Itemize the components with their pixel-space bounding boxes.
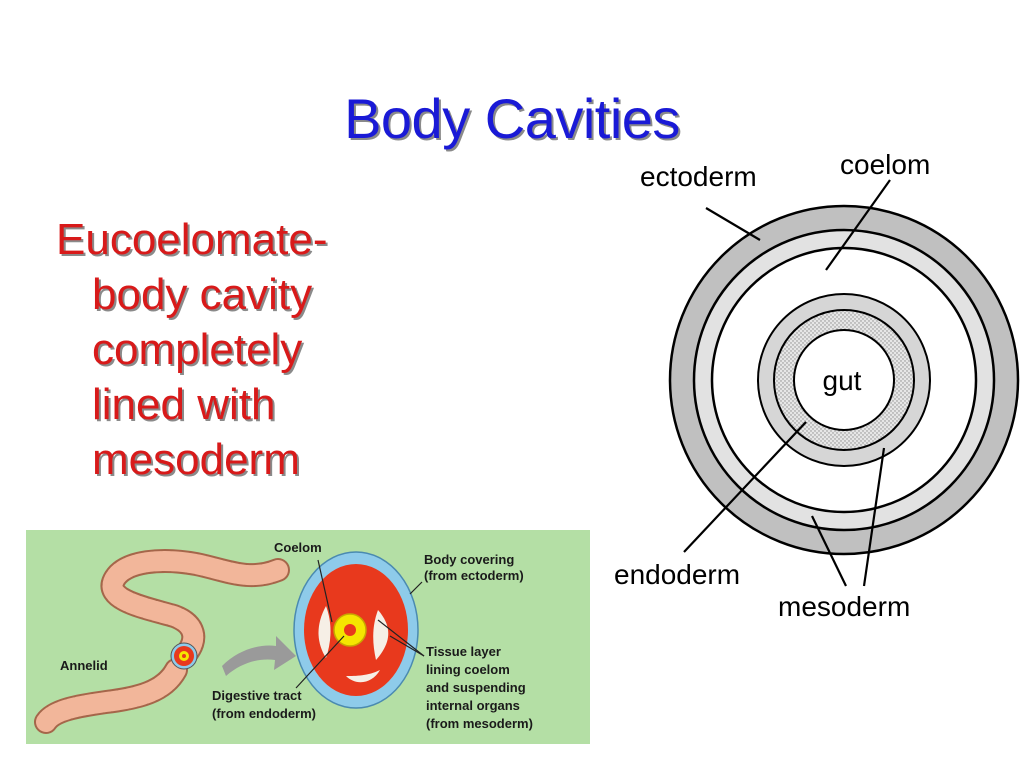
mesoderm-leader-2 — [862, 447, 886, 587]
leader-lines — [683, 179, 891, 587]
cut-gut — [182, 654, 186, 658]
bullet-line-5: mesoderm — [92, 435, 300, 484]
enlarged-cross-section — [293, 551, 419, 709]
concentric-layers — [668, 204, 1020, 556]
coelom-label: coelom — [840, 149, 930, 180]
gut-lumen — [793, 329, 895, 431]
magnify-arrow — [222, 636, 296, 676]
worm-lower-segment-fill — [36, 660, 186, 732]
digestive-pointer — [295, 635, 345, 689]
bullet-line-2: body cavity — [92, 270, 313, 319]
annelid-label: Annelid — [60, 658, 108, 673]
annelid-illustration: Coelom Body covering (from ectoderm) Ann… — [26, 530, 590, 744]
endoderm-label: endoderm — [614, 559, 740, 590]
digestive-label-2: (from endoderm) — [212, 706, 316, 721]
coelom-cavity-bottom — [346, 670, 380, 683]
coelom-leader — [825, 179, 891, 271]
worm-upper-segment-fill — [102, 551, 288, 664]
coelom-figure-label: Coelom — [274, 540, 322, 555]
bullet-line-1: Eucoelomate- — [56, 215, 328, 264]
ectoderm-label: ectoderm — [640, 161, 757, 192]
body-covering-pointer — [409, 581, 423, 595]
coelom-cavity-left — [318, 606, 331, 658]
ectoderm-leader — [705, 207, 761, 241]
cross-section-diagram: ectoderm coelom gut endoderm mesoderm — [614, 149, 1020, 622]
tissue-label-3: and suspending — [426, 680, 526, 695]
digestive-label-1: Digestive tract — [212, 688, 302, 703]
tissue-pointer-2 — [389, 635, 425, 657]
bullet-text: Eucoelomate- body cavity completely line… — [56, 212, 416, 487]
mesoderm-leader-1 — [811, 515, 847, 587]
tissue-label-4: internal organs — [426, 698, 520, 713]
endoderm-leader — [683, 421, 807, 553]
figure-pointer-lines — [295, 559, 425, 689]
worm-cut-section — [170, 642, 198, 670]
tissue-label-2: lining coelom — [426, 662, 510, 677]
coelom-pointer — [317, 559, 333, 623]
gut-label: gut — [823, 365, 862, 396]
bullet-line-4: lined with — [92, 380, 276, 429]
tissue-label-5: (from mesoderm) — [426, 716, 533, 731]
mesoderm-label: mesoderm — [778, 591, 910, 622]
tissue-pointer-1 — [377, 619, 425, 657]
tissue-label-1: Tissue layer — [426, 644, 501, 659]
body-covering-label-2: (from ectoderm) — [424, 568, 524, 583]
slide-title: Body Cavities — [344, 87, 680, 150]
enlarged-gut-lumen — [344, 624, 356, 636]
body-covering-label-1: Body covering — [424, 552, 514, 567]
worm-body — [34, 549, 290, 734]
coelom-cavity-right — [373, 610, 389, 660]
bullet-line-3: completely — [92, 325, 303, 374]
